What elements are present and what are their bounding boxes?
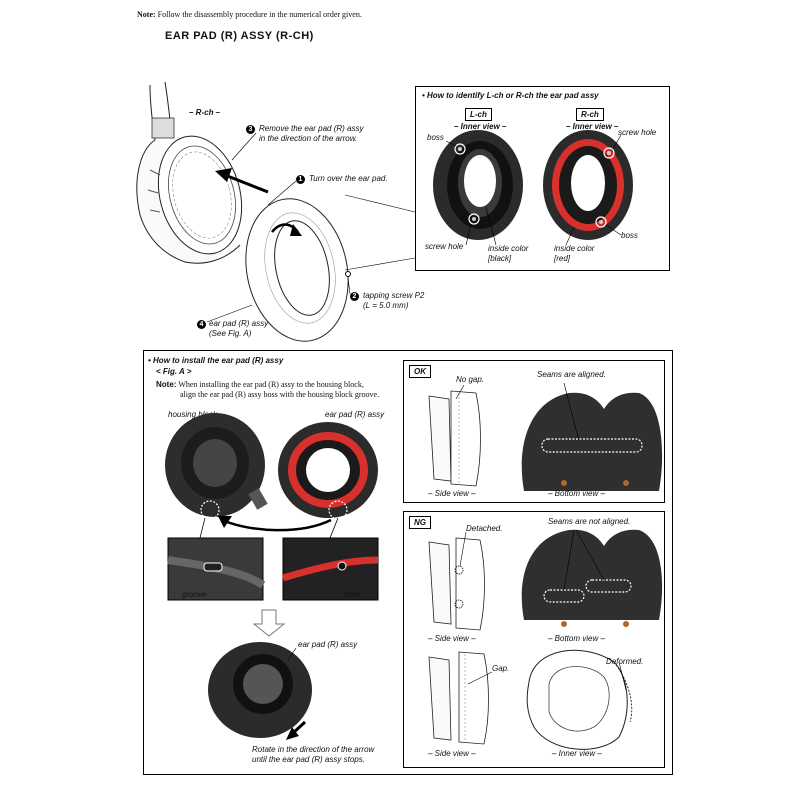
ok-drawing [428, 382, 663, 491]
ear-pad-bottom-label: ear pad (R) assy [298, 640, 358, 649]
rotate-line2: until the ear pad (R) assy stops. [252, 755, 365, 764]
headphone-drawing [136, 81, 416, 342]
rch-color-line2: [red] [554, 254, 571, 263]
rch-color-label: inside color [red] [554, 244, 594, 264]
lch-color-line2: [black] [488, 254, 512, 263]
step-1-badge: 1 [296, 175, 305, 184]
rotate-instruction: Rotate in the direction of the arrow unt… [252, 745, 374, 765]
lch-color-line1: inside color [488, 244, 529, 253]
step-2-text: tapping screw P2 (L = 5.0 mm) [363, 291, 424, 311]
step-2-line1: tapping screw P2 [363, 291, 425, 300]
lch-tag: L-ch [465, 108, 492, 121]
ng-tag: NG [409, 516, 431, 529]
step-3-badge: 3 [246, 125, 255, 134]
ok-seams: Seams are aligned. [537, 370, 606, 379]
ng-bottom-view: – Bottom view – [548, 634, 605, 643]
rch-boss-label: boss [621, 231, 638, 240]
ok-side-view: – Side view – [428, 489, 476, 498]
step-2-line2: (L = 5.0 mm) [363, 301, 409, 310]
boss-label: boss [344, 590, 361, 599]
rotate-line1: Rotate in the direction of the arrow [252, 745, 375, 754]
step-1-text: Turn over the ear pad. [309, 174, 388, 183]
ng-inner-view: – Inner view – [552, 749, 602, 758]
ng-gap: Gap. [492, 664, 510, 673]
ng-seams: Seams are not aligned. [548, 517, 631, 526]
disassembly-illustration: – R-ch – 3 Remove the ear pad (R) assy i… [0, 0, 800, 350]
ear-pad-label: ear pad (R) assy [325, 410, 385, 419]
lch-color-label: inside color [black] [488, 244, 528, 264]
step-4-line1: ear pad (R) assy [209, 319, 269, 328]
ok-tag: OK [409, 365, 431, 378]
rch-tag: R-ch [576, 108, 604, 121]
page-title: EAR PAD (R) ASSY (R-CH) [165, 30, 314, 42]
rch-view-label: – Inner view – [566, 122, 619, 131]
rch-color-line1: inside color [554, 244, 595, 253]
install-heading: • How to install the ear pad (R) assy [148, 356, 284, 365]
note-text: Follow the disassembly procedure in the … [157, 10, 362, 19]
ok-no-gap: No gap. [456, 375, 485, 384]
step-2-badge: 2 [350, 292, 359, 301]
ng-panel: NG Detached. Seams are not aligned. – Si… [403, 511, 665, 768]
lch-boss-label: boss [427, 133, 444, 142]
fig-a-label: < Fig. A > [156, 367, 192, 376]
ok-panel: OK No gap. Seams are aligned. – Side vie… [403, 360, 665, 503]
install-note-line2: align the ear pad (R) assy boss with the… [180, 390, 380, 399]
identify-heading: • How to identify L-ch or R-ch the ear p… [422, 91, 599, 100]
step-3-line2: in the direction of the arrow. [259, 134, 358, 143]
lch-view-label: – Inner view – [454, 122, 507, 131]
install-note-prefix: Note: [156, 380, 177, 389]
ng-drawing [428, 529, 663, 750]
step-3-line1: Remove the ear pad (R) assy [259, 124, 364, 133]
step-4-line2: (See Fig. A) [209, 329, 252, 338]
identify-panel: • How to identify L-ch or R-ch the ear p… [415, 86, 670, 271]
note-line: Note: Follow the disassembly procedure i… [137, 10, 362, 19]
ng-side-view: – Side view – [428, 634, 476, 643]
groove-label: groove [182, 590, 207, 599]
step-4-badge: 4 [197, 320, 206, 329]
note-prefix: Note: [137, 10, 156, 19]
ok-bottom-view: – Bottom view – [548, 489, 605, 498]
rch-screw-label: screw hole [618, 128, 657, 137]
install-panel [143, 350, 673, 775]
step-4-text: ear pad (R) assy (See Fig. A) [209, 319, 268, 339]
ng-detached: Detached. [466, 524, 503, 533]
rch-label: – R-ch – [189, 108, 221, 117]
install-note-line1: When installing the ear pad (R) assy to … [178, 380, 364, 389]
ng-deformed: Deformed. [606, 657, 644, 666]
step-3-text: Remove the ear pad (R) assy in the direc… [259, 124, 364, 144]
ng-side-view-2: – Side view – [428, 749, 476, 758]
lch-screw-label: screw hole [425, 242, 464, 251]
housing-block-label: housing block [168, 410, 217, 419]
identify-pads-drawing [433, 130, 633, 246]
install-note: Note: When installing the ear pad (R) as… [156, 380, 379, 400]
